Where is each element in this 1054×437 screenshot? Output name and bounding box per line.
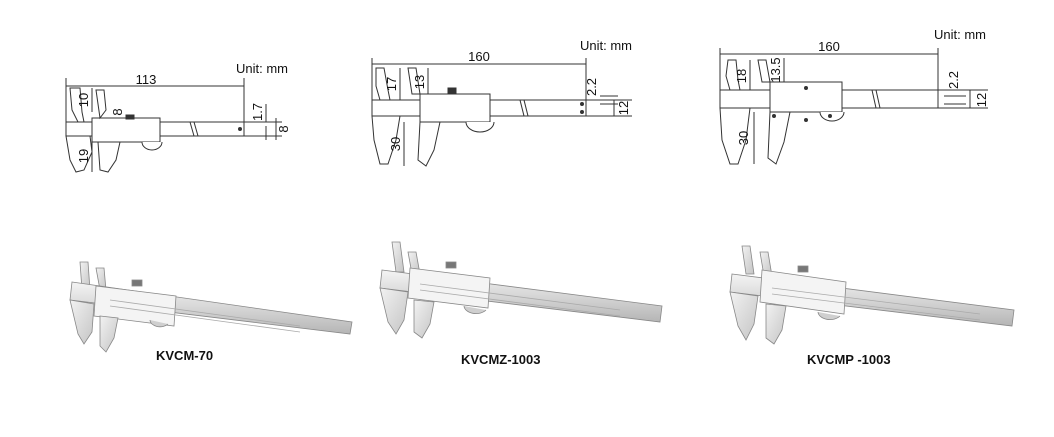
caliper-photo-kvcmp-1003 [729,245,1015,345]
lower-jaw-dimension: 30 [736,131,751,145]
caliper-photo-kvcm-70 [69,261,353,353]
upper-jaw-b-dimension: 13.5 [768,57,783,82]
unit-label: Unit: mm [934,27,986,42]
lower-jaw-dimension: 19 [76,149,91,163]
lower-jaw-dimension: 30 [388,137,403,151]
caliper-photo-kvcmz-1003 [379,241,663,339]
model-label-kvcmz-1003: KVCMZ-1003 [461,352,541,367]
unit-label: Unit: mm [236,61,288,76]
model-label-kvcm-70: KVCM-70 [156,348,214,363]
length-dimension: 113 [136,72,157,87]
dimension-drawing-kvcmz-1003: Unit: mm 160 17 13 30 2.2 12 [371,38,632,167]
upper-jaw-dimension: 10 [76,93,91,107]
length-dimension: 160 [818,39,840,54]
height-dimension: 12 [974,93,989,107]
upper-jaw-b-dimension: 13 [412,75,427,89]
thickness-dimension: 2.2 [584,78,599,96]
length-dimension: 160 [468,49,490,64]
unit-label: Unit: mm [580,38,632,53]
height-dimension: 12 [616,101,631,115]
thickness-dimension: 1.7 [250,103,265,121]
dimension-drawing-kvcmp-1003: Unit: mm 160 18 13.5 30 2.2 12 [719,27,989,165]
upper-jaw-a-dimension: 17 [384,77,399,91]
dimension-drawing-kvcm-70: Unit: mm 113 10 8 19 1.7 8 [65,61,291,173]
height-dimension: 8 [276,125,291,132]
thickness-dimension: 2.2 [946,71,961,89]
upper-jaw-a-dimension: 18 [734,69,749,83]
slider-dimension: 8 [110,108,125,115]
model-label-kvcmp-1003: KVCMP -1003 [807,352,891,367]
